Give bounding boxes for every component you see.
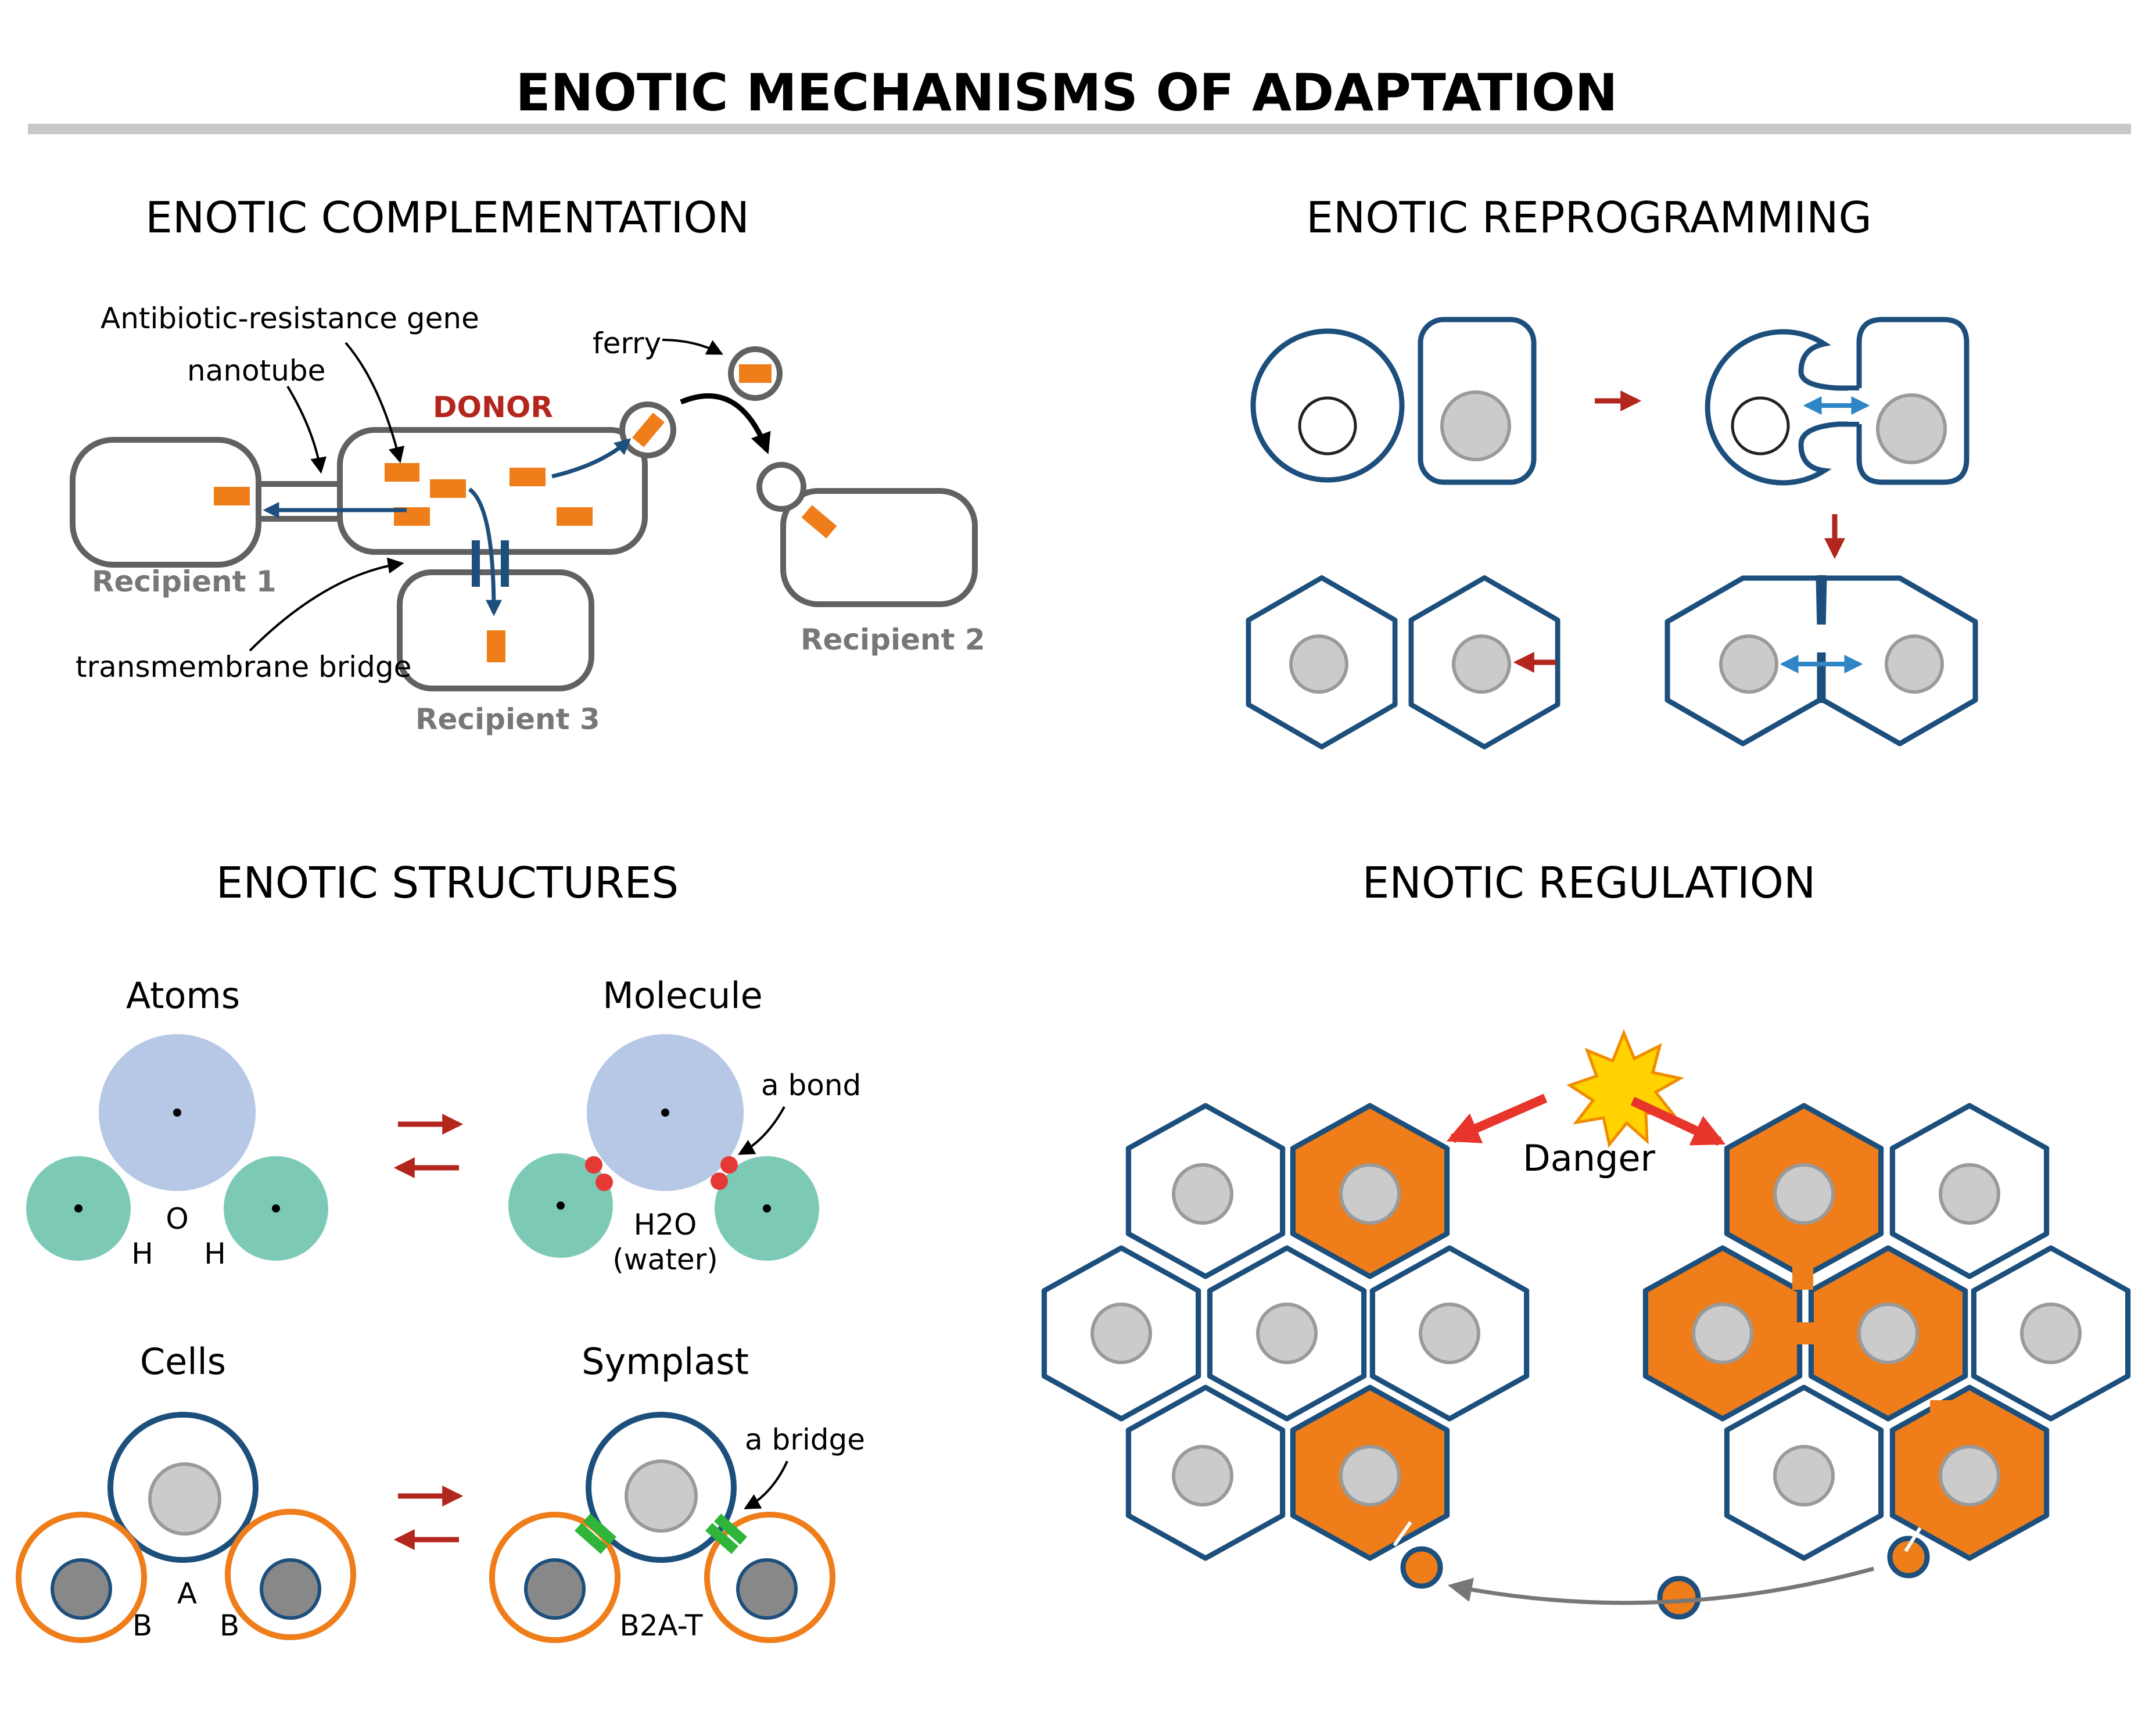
- danger-arrow-left: [1446, 1093, 1548, 1143]
- vesicle-return-arrow: [1447, 1566, 1874, 1605]
- released-vesicle-left: [1400, 1546, 1443, 1589]
- symplast-cell-b-right-nucleus: [736, 1558, 798, 1620]
- title-rule: [28, 124, 2131, 134]
- atom-h-left-label: H: [131, 1237, 153, 1271]
- cell-b-left-nucleus: [51, 1558, 112, 1620]
- cell-b-left-label: B: [132, 1609, 152, 1642]
- nanotube-pointer: [286, 385, 327, 474]
- gene-label: Antibiotic-resistance gene: [101, 302, 479, 335]
- symplast-bridge-label: a bridge: [745, 1423, 865, 1457]
- h2o-label: H2O: [634, 1208, 697, 1242]
- b2a-label: B2A-T: [619, 1609, 703, 1642]
- transfer-arrow-recipient-3: [468, 487, 502, 616]
- cell-a-label: A: [177, 1577, 197, 1610]
- panel-reprogramming: ENOTIC REPROGRAMMING: [1249, 193, 1978, 747]
- reprogramming-heading: ENOTIC REPROGRAMMING: [1306, 193, 1872, 243]
- separate-nucleus-right: [1452, 634, 1511, 694]
- green-bridges: [575, 1513, 747, 1554]
- tissue-before-nuclei: [1090, 1163, 1480, 1506]
- molecule-title: Molecule: [602, 974, 763, 1017]
- complementation-heading: ENOTIC COMPLEMENTATION: [145, 193, 749, 243]
- resistance-genes: [214, 364, 837, 662]
- round-cell-nucleus: [1298, 396, 1357, 455]
- cells-title: Cells: [140, 1340, 226, 1383]
- bond-label: a bond: [761, 1068, 861, 1102]
- bridge-label: transmembrane bridge: [76, 650, 411, 684]
- ferry-travel-arrow: [680, 393, 771, 454]
- transmembrane-bridge: [472, 540, 509, 587]
- donor-cell: [337, 427, 648, 555]
- danger-arrow-right: [1630, 1096, 1726, 1146]
- traveling-vesicle: [1657, 1576, 1701, 1620]
- atoms-title: Atoms: [126, 974, 240, 1017]
- atom-h-right-label: H: [204, 1237, 226, 1271]
- panel-regulation: ENOTIC REGULATION Danger: [1044, 858, 2128, 1620]
- gene-pointer: [345, 342, 405, 464]
- symplast-cell-a-nucleus: [625, 1459, 698, 1533]
- cell-b-right-nucleus: [260, 1558, 321, 1620]
- nanotube-label: nanotube: [187, 354, 325, 388]
- ferry-label: ferry: [593, 327, 661, 360]
- connected-nucleus-right: [1876, 393, 1947, 464]
- hex-nucleus-left: [1719, 634, 1778, 694]
- atom-o-label: O: [166, 1202, 188, 1236]
- water-label: (water): [612, 1243, 718, 1276]
- cell-a-nucleus: [148, 1462, 221, 1536]
- cell-b-right-label: B: [220, 1609, 239, 1642]
- bond-pointer: [738, 1106, 785, 1155]
- connected-nucleus-left: [1731, 396, 1790, 455]
- structures-heading: ENOTIC STRUCTURES: [216, 858, 679, 908]
- donor-label: DONOR: [433, 390, 553, 424]
- panel-structures: ENOTIC STRUCTURES Atoms O H H Molecule a…: [16, 858, 865, 1643]
- budding-ferry: [756, 462, 806, 512]
- separate-nucleus-left: [1289, 634, 1348, 694]
- panel-complementation: ENOTIC COMPLEMENTATION: [70, 193, 985, 736]
- recipient-2-label: Recipient 2: [801, 623, 985, 657]
- recipient-1-label: Recipient 1: [92, 565, 277, 598]
- ferry-pointer: [662, 339, 723, 355]
- recipient-3-label: Recipient 3: [415, 702, 600, 736]
- bridge-pointer: [249, 557, 404, 652]
- tissue-after-bridges: [1792, 1267, 1952, 1423]
- danger-star: [1566, 1029, 1684, 1148]
- symplast-cell-b-left-nucleus: [524, 1558, 586, 1620]
- transfer-arrow-ferry: [551, 438, 632, 479]
- recipient-1-cell: [70, 437, 261, 568]
- bond-dots: [585, 1156, 738, 1191]
- hex-nucleus-right: [1885, 634, 1944, 694]
- square-cell-nucleus: [1440, 390, 1511, 461]
- recipient-2-cell: [780, 488, 978, 607]
- symplast-title: Symplast: [582, 1340, 749, 1383]
- symplast-bridge-pointer: [744, 1461, 788, 1509]
- figure-title: ENOTIC MECHANISMS OF ADAPTATION: [516, 63, 1618, 123]
- danger-label: Danger: [1523, 1137, 1656, 1179]
- tissue-after-nuclei: [1692, 1163, 2082, 1506]
- released-vesicle-right: [1887, 1536, 1930, 1579]
- regulation-heading: ENOTIC REGULATION: [1362, 858, 1816, 908]
